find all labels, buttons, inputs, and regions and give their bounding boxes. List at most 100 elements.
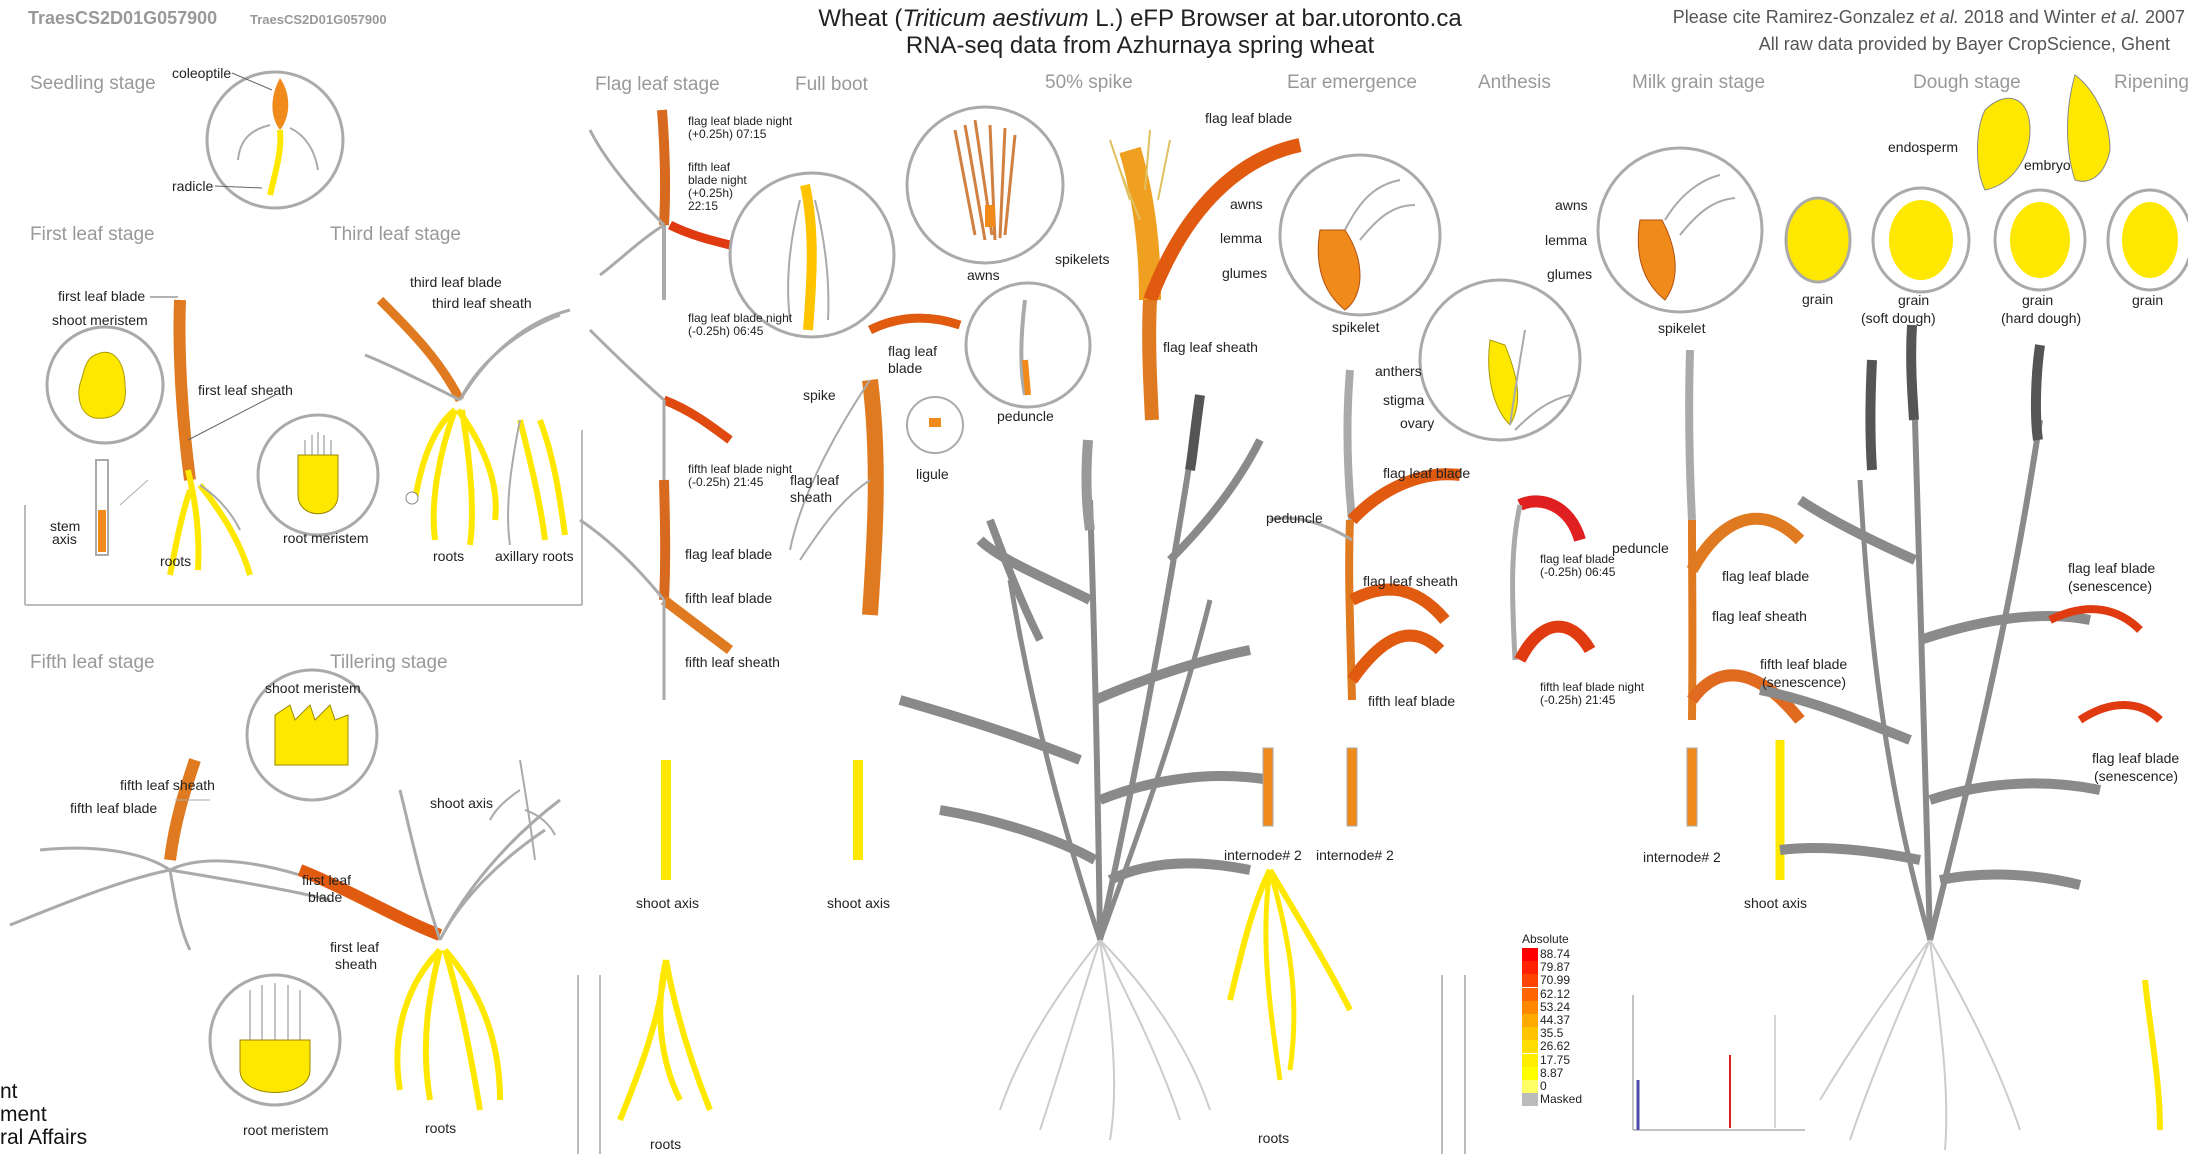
stage-anthesis[interactable]: Anthesis: [1478, 72, 1551, 94]
label-internode-3[interactable]: internode# 2: [1643, 849, 1721, 865]
label-fifth-night-4[interactable]: 22:15: [688, 199, 718, 213]
stage-ear-emergence[interactable]: Ear emergence: [1287, 72, 1417, 94]
label-grain-soft-a[interactable]: grain: [1898, 292, 1929, 308]
label-fifth-neg-2[interactable]: (-0.25h) 21:45: [688, 475, 763, 489]
label-roots-2[interactable]: roots: [433, 548, 464, 564]
label-spikelet-1[interactable]: spikelet: [1332, 319, 1379, 335]
label-roots-4[interactable]: roots: [650, 1136, 681, 1152]
stage-dough[interactable]: Dough stage: [1913, 72, 2021, 94]
label-first-leaf-blade-2a[interactable]: first leaf: [302, 872, 351, 888]
label-internode-2[interactable]: internode# 2: [1316, 847, 1394, 863]
label-peduncle-3[interactable]: peduncle: [1612, 540, 1669, 556]
label-ovary[interactable]: ovary: [1400, 415, 1434, 431]
label-spike[interactable]: spike: [803, 387, 836, 403]
label-flag-leaf-b[interactable]: blade: [888, 360, 922, 376]
label-first-leaf-blade-2b[interactable]: blade: [308, 889, 342, 905]
label-grain-hard-a[interactable]: grain: [2022, 292, 2053, 308]
label-peduncle-1[interactable]: peduncle: [997, 408, 1054, 424]
label-fifth-leaf-blade-c[interactable]: fifth leaf blade: [1368, 693, 1455, 709]
label-first-leaf-sheath-2b[interactable]: sheath: [335, 956, 377, 972]
label-awns-2[interactable]: awns: [1230, 196, 1263, 212]
label-grain-2[interactable]: grain: [2132, 292, 2163, 308]
label-spikelet-2[interactable]: spikelet: [1658, 320, 1705, 336]
label-fifth-night-2[interactable]: blade night: [688, 173, 747, 187]
label-shoot-axis-2[interactable]: shoot axis: [636, 895, 699, 911]
label-flag-leaf-blade-3[interactable]: flag leaf blade: [1383, 465, 1470, 481]
stage-flag-leaf[interactable]: Flag leaf stage: [595, 74, 720, 96]
stage-full-boot[interactable]: Full boot: [795, 74, 868, 96]
label-stem-axis-2[interactable]: axis: [52, 531, 77, 547]
label-flag-leaf-sheath-1[interactable]: flag leaf sheath: [1163, 339, 1258, 355]
label-flag-night-2[interactable]: (+0.25h) 07:15: [688, 127, 766, 141]
label-endosperm[interactable]: endosperm: [1888, 139, 1958, 155]
label-flag-leaf-blade-4[interactable]: flag leaf blade: [1722, 568, 1809, 584]
label-glumes-2[interactable]: glumes: [1547, 266, 1592, 282]
label-shoot-meristem[interactable]: shoot meristem: [52, 312, 148, 328]
label-fifth-leaf-blade-b[interactable]: fifth leaf blade: [685, 590, 772, 606]
label-fifth-sen-b[interactable]: (senescence): [1762, 674, 1846, 690]
label-fifth-sen-a[interactable]: fifth leaf blade: [1760, 656, 1847, 672]
label-root-meristem-2[interactable]: root meristem: [243, 1122, 329, 1138]
label-grain-hard-b[interactable]: (hard dough): [2001, 310, 2081, 326]
label-ligule[interactable]: ligule: [916, 466, 949, 482]
stage-milk-grain[interactable]: Milk grain stage: [1632, 72, 1765, 94]
label-lemma-1[interactable]: lemma: [1220, 230, 1262, 246]
label-first-leaf-sheath[interactable]: first leaf sheath: [198, 382, 293, 398]
label-flag-night-1[interactable]: flag leaf blade night: [688, 114, 792, 128]
label-radicle[interactable]: radicle: [172, 178, 213, 194]
stage-tillering[interactable]: Tillering stage: [330, 652, 448, 674]
label-flag-neg-1[interactable]: flag leaf blade night: [688, 311, 792, 325]
label-spikelets[interactable]: spikelets: [1055, 251, 1109, 267]
label-shoot-meristem-2[interactable]: shoot meristem: [265, 680, 361, 696]
label-fifth-leaf-sheath[interactable]: fifth leaf sheath: [120, 777, 215, 793]
label-fifth-anth-1[interactable]: fifth leaf blade night: [1540, 680, 1644, 694]
label-stigma[interactable]: stigma: [1383, 392, 1424, 408]
label-roots-1[interactable]: roots: [160, 553, 191, 569]
label-fifth-night-3[interactable]: (+0.25h): [688, 186, 733, 200]
label-flag-leaf-a[interactable]: flag leaf: [888, 343, 937, 359]
label-flag-leaf-sheath-2[interactable]: flag leaf sheath: [1363, 573, 1458, 589]
label-shoot-axis-1[interactable]: shoot axis: [430, 795, 493, 811]
label-flag-leaf-sheath-a[interactable]: flag leaf: [790, 472, 839, 488]
label-flag-leaf-blade-2[interactable]: flag leaf blade: [1205, 110, 1292, 126]
label-awns-3[interactable]: awns: [1555, 197, 1588, 213]
stage-50-spike[interactable]: 50% spike: [1045, 72, 1133, 94]
label-fifth-leaf-sheath-b[interactable]: fifth leaf sheath: [685, 654, 780, 670]
label-axillary-roots[interactable]: axillary roots: [495, 548, 574, 564]
label-peduncle-2[interactable]: peduncle: [1266, 510, 1323, 526]
label-roots-5[interactable]: roots: [1258, 1130, 1289, 1146]
label-coleoptile[interactable]: coleoptile: [172, 65, 231, 81]
label-grain-1[interactable]: grain: [1802, 291, 1833, 307]
label-grain-soft-b[interactable]: (soft dough): [1861, 310, 1936, 326]
label-shoot-axis-3[interactable]: shoot axis: [827, 895, 890, 911]
label-anthers[interactable]: anthers: [1375, 363, 1422, 379]
label-flag-leaf-sheath-b[interactable]: sheath: [790, 489, 832, 505]
label-fifth-neg-1[interactable]: fifth leaf blade night: [688, 462, 792, 476]
label-flag-sen-b-2[interactable]: (senescence): [2094, 768, 2178, 784]
label-roots-3[interactable]: roots: [425, 1120, 456, 1136]
stage-third-leaf[interactable]: Third leaf stage: [330, 224, 461, 246]
label-third-leaf-blade[interactable]: third leaf blade: [410, 274, 502, 290]
stage-ripening[interactable]: Ripening: [2114, 72, 2188, 94]
label-fifth-anth-2[interactable]: (-0.25h) 21:45: [1540, 693, 1615, 707]
label-shoot-axis-4[interactable]: shoot axis: [1744, 895, 1807, 911]
label-flag-leaf-sheath-3[interactable]: flag leaf sheath: [1712, 608, 1807, 624]
stage-fifth-leaf[interactable]: Fifth leaf stage: [30, 652, 155, 674]
label-root-meristem-1[interactable]: root meristem: [283, 530, 369, 546]
label-glumes-1[interactable]: glumes: [1222, 265, 1267, 281]
label-lemma-2[interactable]: lemma: [1545, 232, 1587, 248]
label-flag-sen-a-2[interactable]: flag leaf blade: [2092, 750, 2179, 766]
stage-seedling[interactable]: Seedling stage: [30, 73, 156, 95]
label-flag-sen-b-1[interactable]: (senescence): [2068, 578, 2152, 594]
label-fifth-leaf-blade[interactable]: fifth leaf blade: [70, 800, 157, 816]
label-flag-anth-1[interactable]: flag leaf blade: [1540, 552, 1615, 566]
label-third-leaf-sheath[interactable]: third leaf sheath: [432, 295, 532, 311]
label-embryo[interactable]: embryo: [2024, 157, 2071, 173]
label-flag-sen-a-1[interactable]: flag leaf blade: [2068, 560, 2155, 576]
label-awns-1[interactable]: awns: [967, 267, 1000, 283]
label-internode-1[interactable]: internode# 2: [1224, 847, 1302, 863]
label-flag-anth-2[interactable]: (-0.25h) 06:45: [1540, 565, 1615, 579]
label-flag-leaf-blade-1[interactable]: flag leaf blade: [685, 546, 772, 562]
label-first-leaf-sheath-2a[interactable]: first leaf: [330, 939, 379, 955]
label-flag-neg-2[interactable]: (-0.25h) 06:45: [688, 324, 763, 338]
